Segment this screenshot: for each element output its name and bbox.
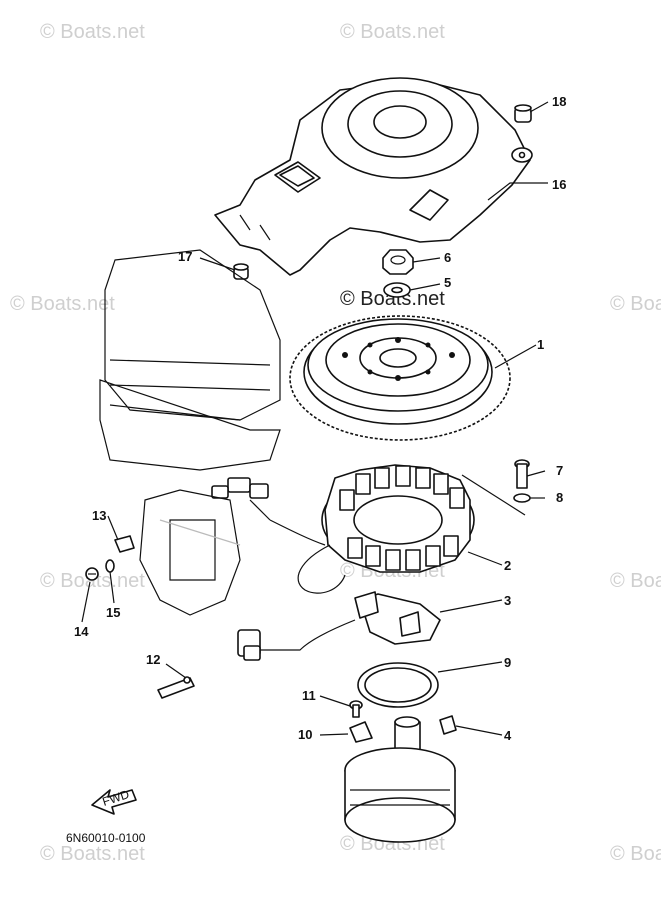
plate-10 [349, 721, 373, 743]
watermark-lower-left: © Boats.net [40, 570, 145, 592]
woodruff-key [439, 715, 457, 735]
callout-13: 13 [92, 508, 106, 523]
grommet-18 [514, 104, 532, 123]
callout-16: 16 [552, 177, 566, 192]
callout-8: 8 [556, 490, 563, 505]
pulser-coil [237, 591, 441, 661]
washer-15 [105, 559, 115, 573]
diagram-code: 6N60010-0100 [66, 831, 146, 845]
clamp-13 [114, 535, 135, 553]
retaining-ring [357, 662, 439, 708]
callout-5: 5 [444, 275, 451, 290]
crankshaft-housing [344, 716, 456, 843]
leader-lines [81, 101, 549, 736]
callout-6: 6 [444, 250, 451, 265]
watermark-mid-right: © Boats.net [610, 293, 661, 315]
watermark-top-right: © Boats.net [340, 21, 445, 43]
background-housing [99, 249, 281, 471]
callout-7: 7 [556, 463, 563, 478]
stator-washer [513, 493, 531, 503]
callout-14: 14 [74, 624, 89, 639]
callout-18: 18 [552, 94, 566, 109]
screw-14 [85, 567, 99, 581]
holder-12 [157, 676, 195, 699]
callout-11: 11 [302, 688, 316, 703]
stator [321, 464, 475, 573]
grommet-17 [233, 263, 249, 280]
flywheel-cover [214, 77, 533, 276]
stator-bolt [514, 459, 530, 489]
callout-4: 4 [504, 728, 512, 743]
watermark-bottom-left: © Boats.net [40, 843, 145, 865]
callout-17: 17 [178, 249, 192, 264]
fwd-arrow: FWD [91, 787, 137, 815]
watermark-top-left: © Boats.net [40, 21, 145, 43]
callout-1: 1 [537, 337, 544, 352]
screw-11 [349, 700, 363, 718]
flywheel [289, 315, 511, 441]
watermark-lower-right: © Boats.net [610, 570, 661, 592]
watermark-bottom-right: © Boats.net [610, 843, 661, 865]
flywheel-nut [382, 249, 414, 275]
callout-12: 12 [146, 652, 160, 667]
callout-2: 2 [504, 558, 511, 573]
callout-15: 15 [106, 605, 120, 620]
stator-harness [211, 477, 346, 594]
callout-3: 3 [504, 593, 511, 608]
stator-coils [339, 465, 465, 571]
watermark-center: © Boats.net [340, 288, 445, 310]
callout-9: 9 [504, 655, 511, 670]
flywheel-washer [383, 282, 411, 298]
watermark-mid-left: © Boats.net [10, 293, 115, 315]
callout-10: 10 [298, 727, 312, 742]
crankcase-bracket [139, 489, 241, 616]
